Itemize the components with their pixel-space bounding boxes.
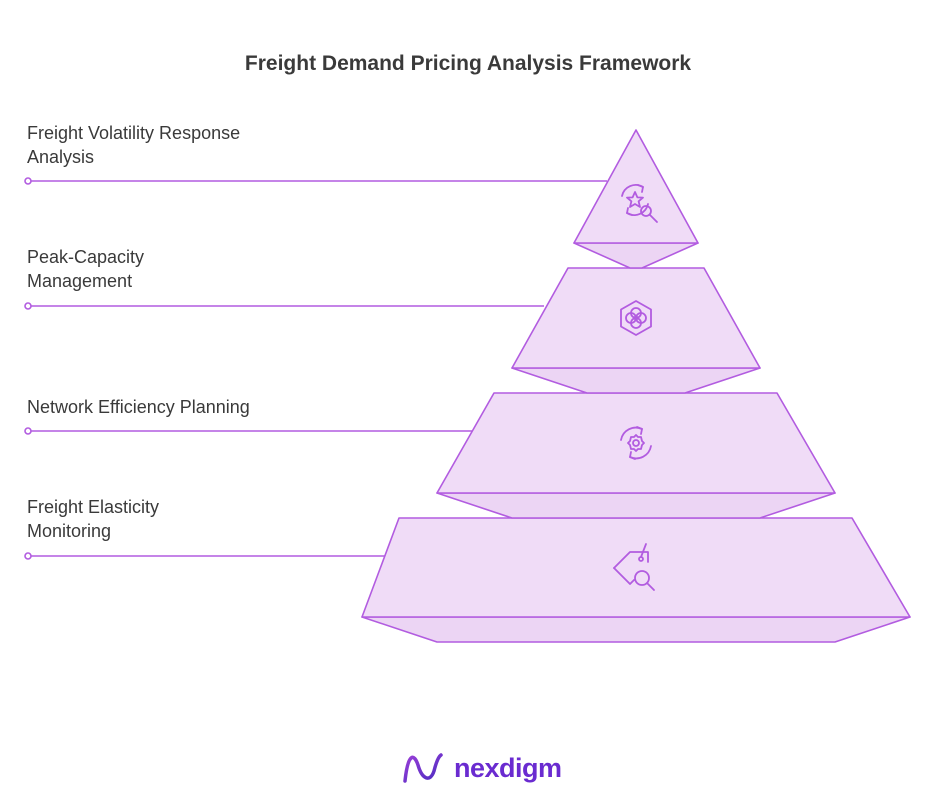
level-2-label: Peak-Capacity Management (27, 245, 144, 293)
brand-logo-icon (403, 753, 443, 783)
star-refresh-search-icon (621, 184, 658, 223)
level-1-connector (24, 177, 607, 185)
level-1-tier (573, 129, 699, 269)
gear-cycle-icon (620, 426, 652, 460)
level-2-tier (511, 267, 761, 394)
diagram-title: Freight Demand Pricing Analysis Framewor… (244, 52, 692, 75)
level-4-label-line-1: Freight Elasticity (27, 497, 160, 517)
tag-search-icon (613, 543, 655, 591)
level-3-label-line-1: Network Efficiency Planning (27, 397, 250, 417)
level-4-label-line-2: Monitoring (27, 521, 112, 541)
brand-name: nexdigm (454, 752, 562, 783)
level-1-label-line-2: Analysis (27, 147, 95, 167)
level-4-connector (24, 552, 403, 560)
level-3-label: Network Efficiency Planning (27, 395, 250, 419)
brand-logo: nexdigm (402, 748, 562, 788)
level-2-label-line-2: Management (27, 271, 133, 291)
hexagon-flower-icon (620, 300, 652, 336)
level-3-connector (24, 427, 477, 435)
level-2-label-line-1: Peak-Capacity (27, 247, 145, 267)
level-1-label-line-1: Freight Volatility Response (27, 123, 241, 143)
level-2-connector (24, 302, 544, 310)
level-4-label: Freight Elasticity Monitoring (27, 495, 159, 543)
level-3-tier (436, 392, 836, 519)
level-1-label: Freight Volatility Response Analysis (27, 121, 240, 169)
